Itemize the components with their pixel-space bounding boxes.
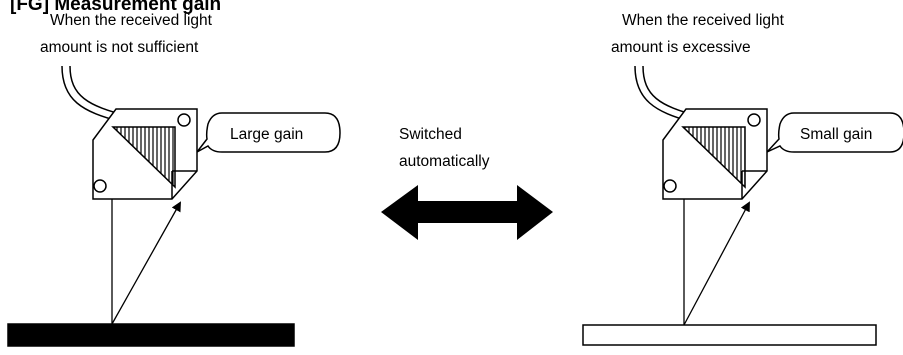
left-gain-bubble: Large gain: [196, 112, 341, 153]
left-reflected-beam-arrow: [111, 201, 181, 325]
left-photoelectric-sensor: [92, 108, 198, 200]
right-reflected-beam-arrow: [683, 201, 750, 326]
right-target-light-object: [582, 324, 877, 346]
left-gain-label: Large gain: [230, 126, 303, 143]
right-condition-line2: amount is excessive: [611, 39, 751, 56]
right-gain-label: Small gain: [800, 126, 872, 143]
switch-label-line1: Switched: [399, 126, 462, 143]
right-photoelectric-sensor: [662, 108, 768, 200]
switch-label-line2: automatically: [399, 153, 490, 170]
right-condition-line1: When the received light: [622, 12, 785, 29]
right-panel: When the received light amount is excess…: [582, 12, 903, 346]
left-condition-line2: amount is not sufficient: [40, 39, 199, 56]
double-headed-arrow: [381, 185, 553, 240]
left-target-dark-object: [7, 323, 295, 347]
right-gain-bubble: Small gain: [766, 112, 903, 153]
left-condition-line1: When the received light: [50, 12, 213, 29]
left-panel: When the received light amount is not su…: [7, 12, 341, 347]
center-switch: Switched automatically: [381, 126, 553, 240]
diagram-title: [FG] Measurement gain: [10, 0, 221, 15]
